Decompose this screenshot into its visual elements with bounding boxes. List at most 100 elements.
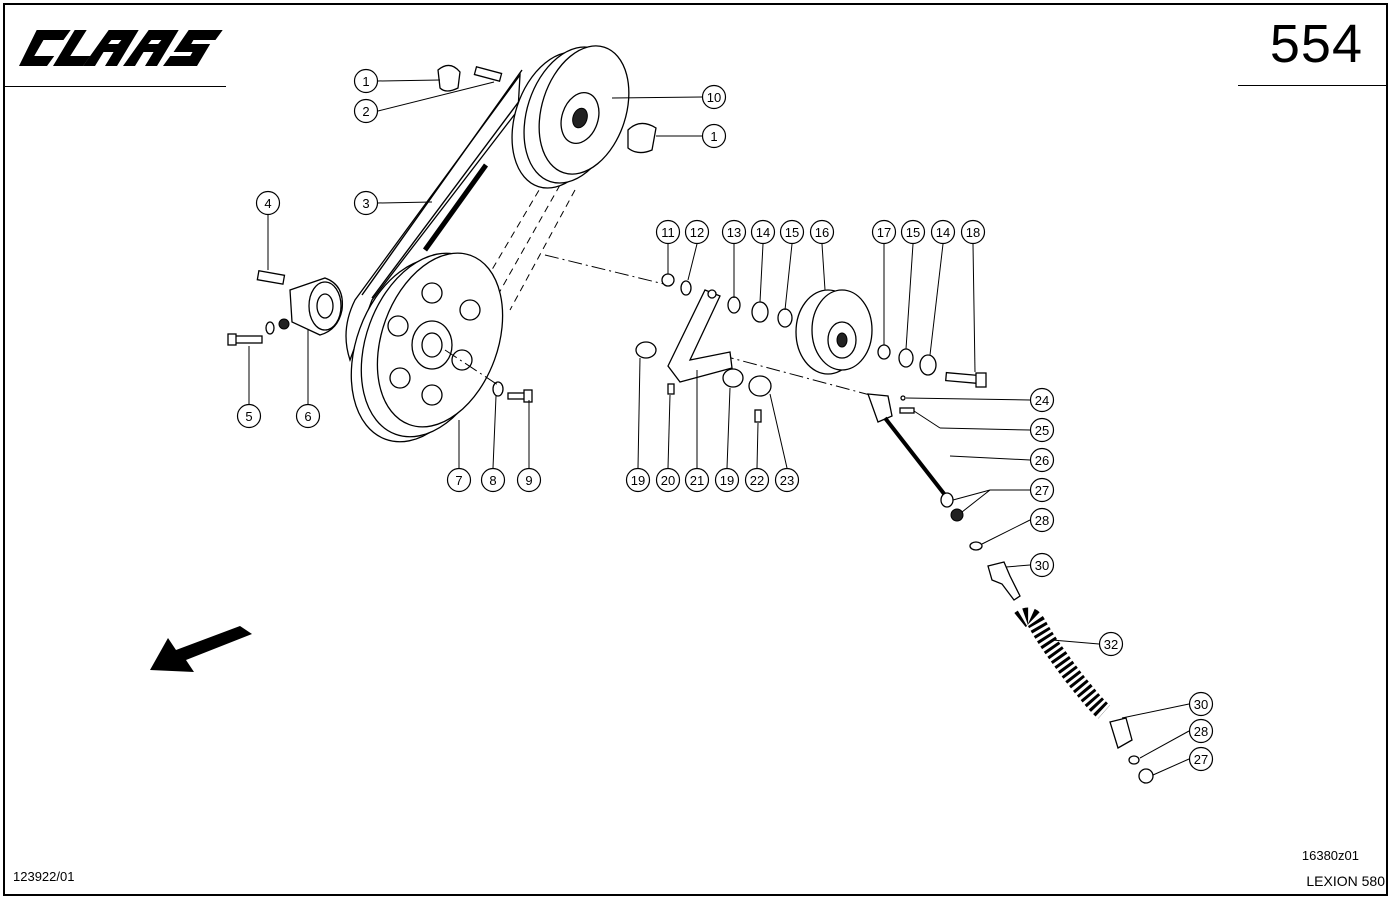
upper-pulley: [511, 45, 630, 189]
callout-label: 20: [661, 473, 675, 488]
callout-10: 10: [701, 84, 727, 110]
callout-circle: [809, 219, 835, 245]
callout-circle: [1188, 746, 1214, 772]
callout-circle: [1098, 631, 1124, 657]
callout-label: 23: [780, 473, 794, 488]
brand-underline: [4, 86, 226, 87]
callout-circle: [655, 467, 681, 493]
callout-label: 21: [690, 473, 704, 488]
callout-label: 17: [877, 225, 891, 240]
callout-circle: [516, 467, 542, 493]
callout-circle: [1029, 387, 1055, 413]
callout-circle: [255, 190, 281, 216]
callout-2: 2: [353, 98, 379, 124]
callout-32: 32: [1098, 631, 1124, 657]
callout-label: 15: [785, 225, 799, 240]
callout-label: 28: [1194, 724, 1208, 739]
callout-13: 13: [721, 219, 747, 245]
callout-label: 25: [1035, 423, 1049, 438]
callout-label: 19: [631, 473, 645, 488]
callout-label: 32: [1104, 637, 1118, 652]
figure-code: 16380z01: [1301, 848, 1359, 863]
callout-label: 9: [525, 473, 532, 488]
callout-label: 7: [455, 473, 462, 488]
callout-4: 4: [255, 190, 281, 216]
callout-circle: [701, 84, 727, 110]
callout-11: 11: [655, 219, 681, 245]
claas-logo: [19, 30, 223, 66]
callout-label: 14: [936, 225, 950, 240]
callout-8: 8: [480, 467, 506, 493]
sheet-border: [3, 3, 1388, 896]
callout-label: 5: [245, 409, 252, 424]
callout-label: 3: [362, 196, 369, 211]
model-name: LEXION 580: [1306, 873, 1385, 889]
callout-circle: [655, 219, 681, 245]
tensioner-arm: [635, 273, 793, 423]
callout-5: 5: [236, 403, 262, 429]
callout-circle: [1188, 718, 1214, 744]
callout-circle: [871, 219, 897, 245]
callout-circle: [446, 467, 472, 493]
callout-circle: [779, 219, 805, 245]
callout-16: 16: [809, 219, 835, 245]
callout-label: 11: [661, 225, 675, 240]
callout-19: 19: [714, 467, 740, 493]
leader-lines: [248, 79, 1190, 776]
direction-arrow-icon: [150, 626, 252, 672]
callout-19: 19: [625, 467, 651, 493]
callout-label: 19: [720, 473, 734, 488]
callout-circle: [774, 467, 800, 493]
callout-circle: [960, 219, 986, 245]
callout-label: 18: [966, 225, 980, 240]
callout-1: 1: [701, 123, 727, 149]
callout-27: 27: [1029, 477, 1055, 503]
tension-rod-assembly: [867, 393, 1154, 784]
callout-circle: [684, 219, 710, 245]
callout-14: 14: [750, 219, 776, 245]
callout-circle: [684, 467, 710, 493]
lower-pulley: [350, 252, 504, 443]
callout-28: 28: [1188, 718, 1214, 744]
callout-circle: [721, 219, 747, 245]
axis-line-pulley: [444, 349, 499, 386]
callout-15: 15: [779, 219, 805, 245]
axis-line-upper: [544, 254, 669, 286]
bushes-and-pin: [437, 64, 657, 154]
callout-label: 14: [756, 225, 770, 240]
callout-label: 24: [1035, 393, 1049, 408]
callout-label: 10: [707, 90, 721, 105]
callout-15: 15: [900, 219, 926, 245]
callout-circle: [750, 219, 776, 245]
callout-circle: [1029, 417, 1055, 443]
callout-14: 14: [930, 219, 956, 245]
callout-circle: [353, 190, 379, 216]
callout-18: 18: [960, 219, 986, 245]
callout-21: 21: [684, 467, 710, 493]
callout-label: 12: [690, 225, 704, 240]
callout-label: 2: [362, 104, 369, 119]
callout-12: 12: [684, 219, 710, 245]
callout-17: 17: [871, 219, 897, 245]
callout-circle: [353, 68, 379, 94]
callout-circle: [625, 467, 651, 493]
hub-assembly: [227, 270, 344, 346]
callout-28: 28: [1029, 507, 1055, 533]
callout-circle: [900, 219, 926, 245]
callout-label: 30: [1035, 558, 1049, 573]
pulley-fasteners: [492, 381, 533, 403]
callout-circle: [1029, 552, 1055, 578]
callout-label: 16: [815, 225, 829, 240]
callout-circle: [353, 98, 379, 124]
axis-line-lower: [719, 354, 871, 396]
callout-22: 22: [744, 467, 770, 493]
callout-circle: [236, 403, 262, 429]
callout-label: 8: [489, 473, 496, 488]
callout-label: 6: [304, 409, 311, 424]
page-number: 554: [1269, 14, 1363, 74]
callout-circle: [1188, 691, 1214, 717]
callout-3: 3: [353, 190, 379, 216]
callout-label: 28: [1035, 513, 1049, 528]
